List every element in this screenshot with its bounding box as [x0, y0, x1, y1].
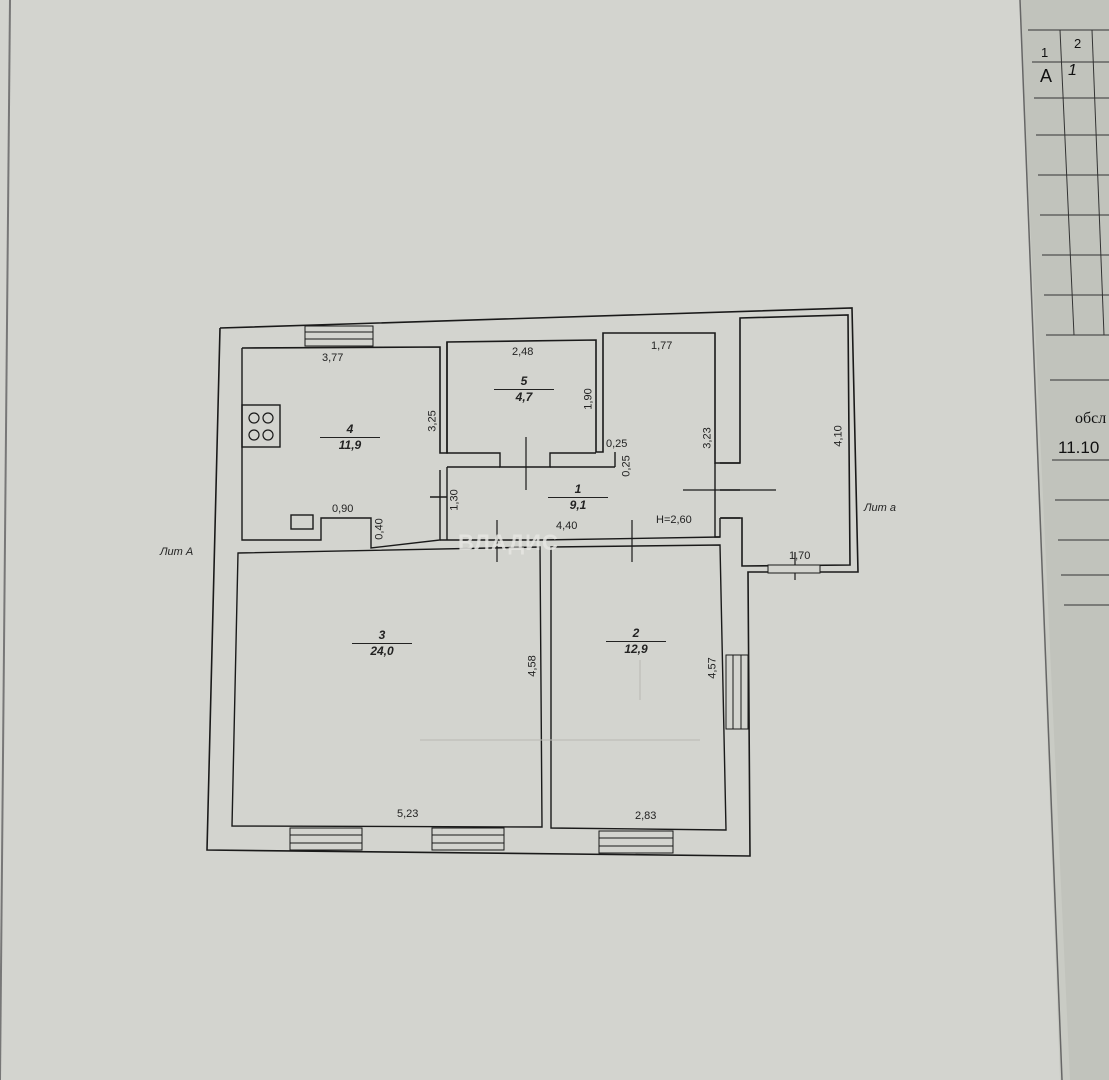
dim-r3-right: 4,58	[526, 655, 539, 677]
dim-r2-bottom: 2,83	[635, 810, 657, 822]
dim-r4-niche-h: 0,40	[373, 518, 386, 540]
side-text-obs: обсл	[1075, 410, 1107, 427]
stove-icon	[248, 412, 274, 441]
dim-porch-right: 4,10	[832, 425, 845, 447]
room-1-walls	[430, 462, 740, 541]
dim-r4-niche-w: 0,90	[332, 503, 354, 515]
room-5-number: 5	[494, 374, 554, 390]
room-5-area: 4,7	[515, 390, 533, 404]
lit-a-main-label: Лит А	[160, 546, 194, 558]
window-room-3	[289, 827, 505, 851]
dim-hall-025b: 0,25	[620, 455, 633, 477]
dim-porch-bottom: 1,70	[789, 550, 811, 562]
room-2-number: 2	[606, 626, 666, 642]
window-room-4	[304, 325, 374, 347]
dim-r6-top: 1,77	[651, 340, 673, 352]
dim-r4-right: 3,25	[426, 410, 439, 432]
room-4-number: 4	[320, 422, 380, 438]
room-1-number: 1	[548, 482, 608, 498]
lit-a-porch-label: Лит а	[864, 502, 896, 514]
dim-hall-025a: 0,25	[606, 438, 628, 450]
outer-walls	[206, 307, 859, 857]
room-3-number: 3	[352, 628, 412, 644]
side-col-2: 2	[1074, 36, 1082, 51]
porch-door	[767, 564, 821, 574]
room-4-walls	[241, 348, 441, 549]
dim-hall-width: 4,40	[556, 520, 578, 532]
dim-r4-top: 3,77	[322, 352, 344, 364]
side-col-1: 1	[1041, 45, 1049, 60]
side-row-a: А	[1040, 66, 1053, 86]
dim-r6-right: 3,23	[701, 427, 714, 449]
side-row-1: 1	[1068, 62, 1077, 79]
side-text-date: 11.10	[1058, 438, 1100, 457]
paper-left-edge	[0, 0, 11, 1080]
dim-r5-right: 1,90	[582, 388, 595, 410]
room-2-walls	[550, 544, 727, 831]
room-1-area: 9,1	[569, 498, 587, 512]
faint-lines	[420, 660, 700, 741]
dim-r3-bottom: 5,23	[397, 808, 419, 820]
room-5-walls	[446, 342, 616, 468]
room-4-area: 11,9	[338, 438, 362, 452]
dim-r2-right: 4,57	[706, 657, 719, 679]
watermark: ВЛАДИС	[458, 530, 559, 555]
room-3-walls	[231, 546, 543, 828]
dim-hall-left: 1,30	[448, 489, 461, 511]
room-3-area: 24,0	[370, 644, 394, 658]
dim-r5-top: 2,48	[512, 346, 534, 358]
ceiling-height: H=2,60	[656, 514, 692, 526]
side-sheet-edge	[1019, 0, 1063, 1080]
room-2-area: 12,9	[624, 642, 648, 656]
window-room-2	[598, 654, 749, 854]
side-grid	[1028, 29, 1109, 606]
